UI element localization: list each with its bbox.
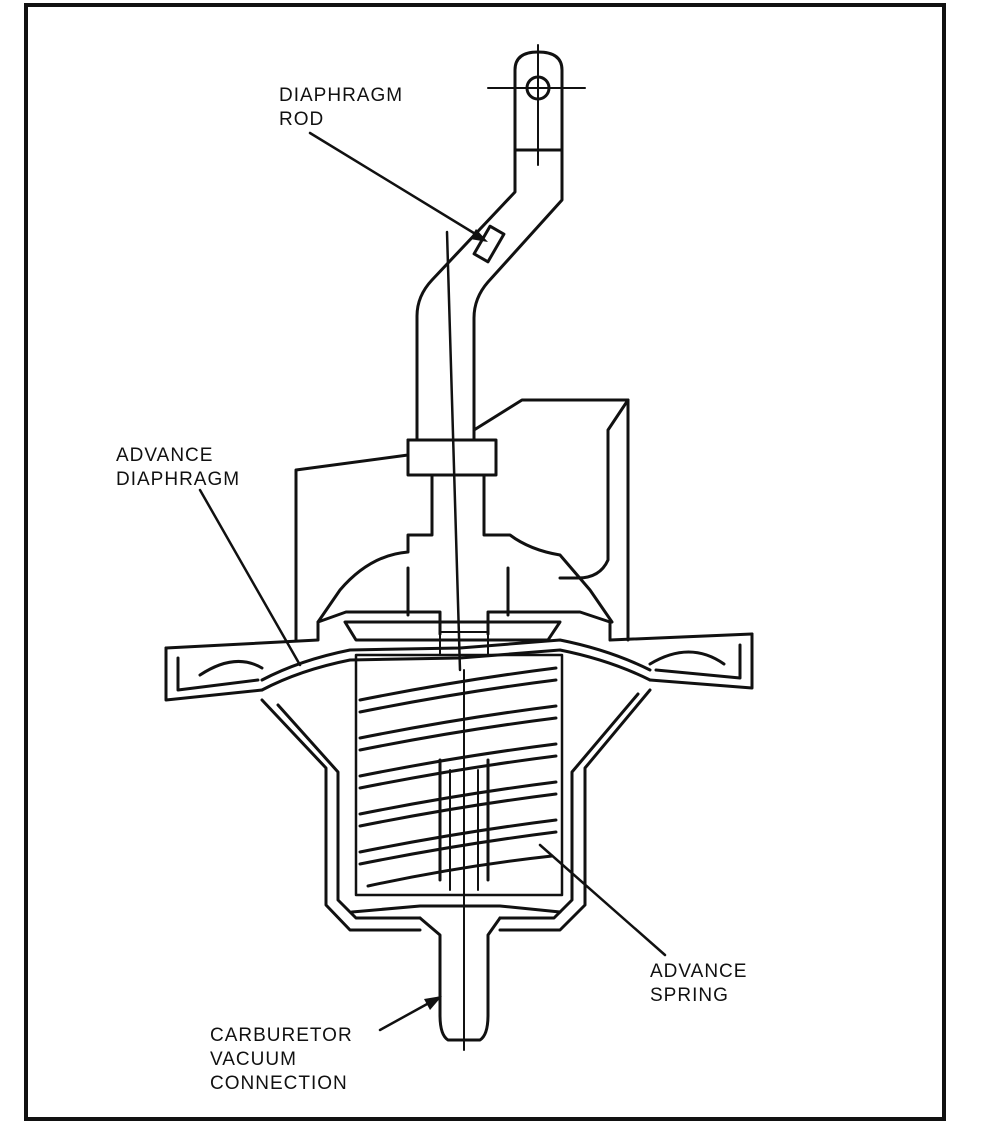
label-line: CONNECTION (210, 1073, 348, 1094)
housing-flange (164, 610, 754, 702)
leader-advance-diaphragm (198, 488, 302, 667)
advance-spring (354, 653, 564, 897)
label-line: DIAPHRAGM (279, 85, 404, 106)
label-carburetor-vacuum-connection: CARBURETOR VACUUM CONNECTION (210, 1024, 353, 1096)
leader-diaphragm-rod (308, 131, 484, 240)
label-line: ADVANCE (116, 445, 214, 466)
label-advance-diaphragm: ADVANCE DIAPHRAGM (116, 444, 240, 492)
leader-advance-spring (538, 843, 667, 957)
label-line: VACUUM (210, 1049, 297, 1070)
label-line: DIAPHRAGM (116, 469, 241, 490)
upper-housing (294, 398, 630, 642)
label-line: CARBURETOR (210, 1025, 353, 1046)
label-diaphragm-rod: DIAPHRAGM ROD (279, 84, 403, 132)
diaphragm-rod (415, 44, 586, 672)
label-advance-spring: ADVANCE SPRING (650, 960, 747, 1008)
label-line: SPRING (650, 985, 729, 1006)
label-line: ADVANCE (650, 961, 748, 982)
advance-diaphragm (260, 620, 652, 692)
lower-housing (260, 688, 652, 932)
arrowhead-diaphragm-rod (470, 229, 488, 242)
figure-border (24, 3, 946, 1121)
arrowhead-carburetor-vacuum (424, 996, 442, 1010)
label-line: ROD (279, 109, 325, 130)
vacuum-nipple (350, 669, 562, 1051)
